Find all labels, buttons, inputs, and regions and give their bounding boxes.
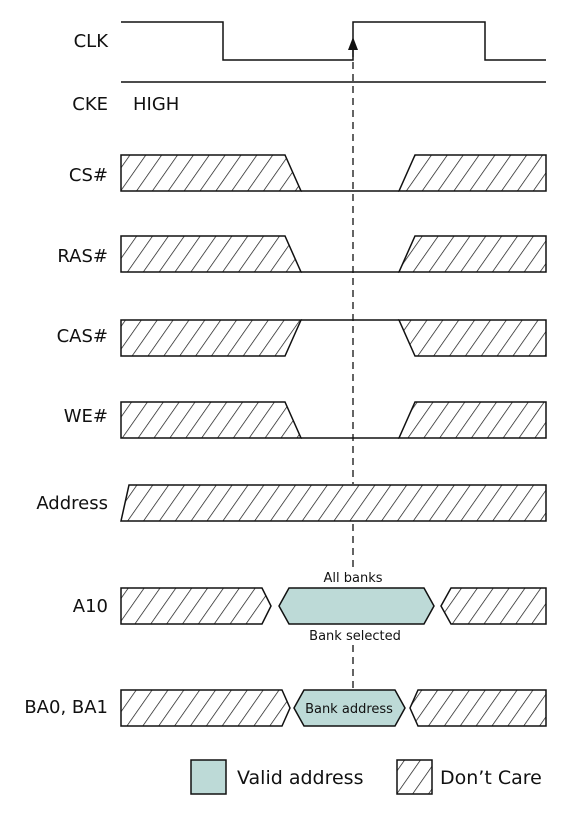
clk-rising-edge-arrow: [348, 37, 358, 50]
cas-label: CAS#: [57, 326, 108, 347]
legend-dont-care-label: Don’t Care: [440, 767, 542, 789]
ba-label: BA0, BA1: [24, 697, 108, 718]
a10-label: A10: [73, 596, 108, 617]
all-banks-annotation: All banks: [323, 571, 382, 586]
legend-valid-swatch: [190, 759, 227, 795]
address-label: Address: [36, 493, 108, 514]
address-waveform: [120, 484, 547, 522]
bank-address-annotation: Bank address: [305, 702, 393, 717]
we-waveform: [120, 401, 547, 439]
cke-label: CKE: [72, 94, 108, 115]
cas-waveform: [120, 319, 547, 357]
a10-waveform: [120, 587, 547, 625]
a10-valid-region: [278, 587, 435, 625]
ras-label: RAS#: [57, 246, 108, 267]
cs-label: CS#: [69, 165, 108, 186]
clk-waveform: [121, 21, 546, 61]
ras-waveform: [120, 235, 547, 273]
bank-selected-annotation: Bank selected: [309, 629, 401, 644]
ba-valid-region: [293, 689, 406, 727]
cke-level-label: HIGH: [133, 94, 179, 115]
legend-dont-care-swatch: [396, 759, 433, 795]
ba-waveform: [120, 689, 547, 727]
cs-waveform: [120, 154, 547, 192]
we-label: WE#: [64, 406, 108, 427]
legend-valid-label: Valid address: [237, 767, 363, 789]
clk-label: CLK: [74, 31, 110, 52]
